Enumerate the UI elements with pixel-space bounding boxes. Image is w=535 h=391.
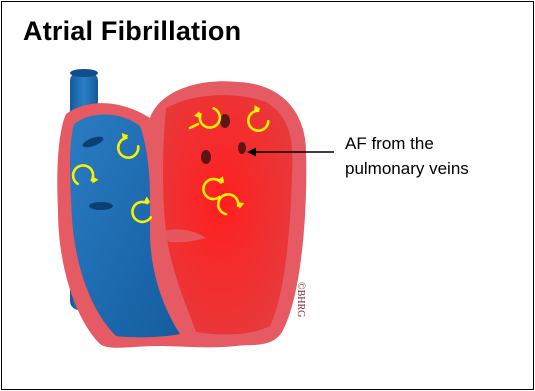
annotation-label: AF from the pulmonary veins (345, 131, 469, 181)
annotation-line-1: AF from the (345, 131, 469, 156)
copyright-watermark: ©BHRG (295, 282, 306, 317)
annotation-line-2: pulmonary veins (345, 156, 469, 181)
